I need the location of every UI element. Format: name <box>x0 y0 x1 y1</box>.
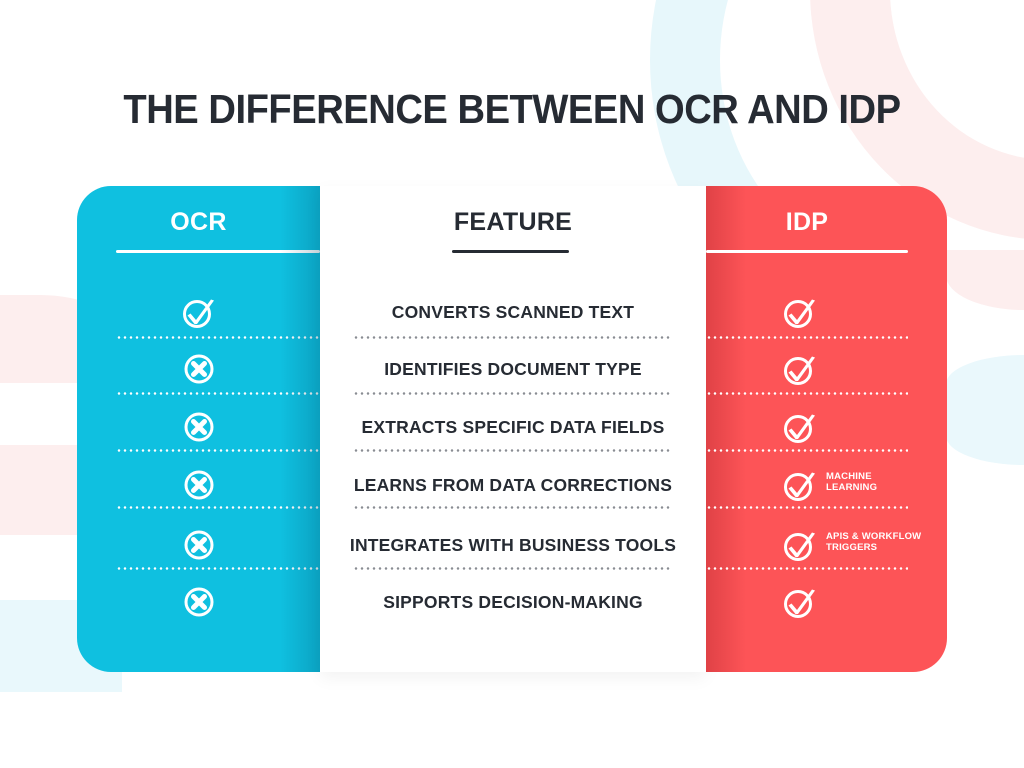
feature-label: INTEGRATES WITH BUSINESS TOOLS <box>349 534 677 555</box>
idp-cell-row-6 <box>706 582 908 622</box>
ocr-column-header: OCR <box>170 208 227 236</box>
idp-note-line: LEARNING <box>826 482 878 493</box>
row-divider <box>353 336 671 339</box>
idp-cell-row-2 <box>706 349 908 389</box>
row-divider <box>116 567 320 570</box>
idp-column-header: IDP <box>785 208 829 236</box>
ocr-cell-row-6 <box>77 582 320 622</box>
idp-note: APIS & WORKFLOW TRIGGERS <box>826 531 921 553</box>
page-title: THE DIFFERENCE BETWEEN OCR AND IDP <box>123 86 901 132</box>
ocr-cell-row-4 <box>77 465 320 505</box>
feature-row: EXTRACTS SPECIFIC DATA FIELDS <box>320 407 706 447</box>
row-divider <box>116 449 320 452</box>
x-circle-icon <box>181 527 217 563</box>
x-circle-icon <box>181 409 217 445</box>
check-circle-icon <box>782 351 818 387</box>
feature-row: INTEGRATES WITH BUSINESS TOOLS <box>320 525 706 565</box>
feature-row: IDENTIFIES DOCUMENT TYPE <box>320 349 706 389</box>
row-divider <box>116 336 320 339</box>
x-circle-icon <box>181 584 217 620</box>
idp-cell-row-1 <box>706 292 908 332</box>
row-divider <box>353 392 671 395</box>
row-divider <box>116 506 320 509</box>
check-circle-icon <box>782 467 818 503</box>
feature-column-header: FEATURE <box>453 208 573 236</box>
feature-label: CONVERTS SCANNED TEXT <box>391 301 635 322</box>
x-circle-icon <box>181 467 217 503</box>
header-underline <box>706 250 908 253</box>
ocr-cell-row-2 <box>77 349 320 389</box>
idp-cell-row-3 <box>706 407 908 447</box>
ocr-cell-row-5 <box>77 525 320 565</box>
decorative-band-cyan <box>946 355 1024 465</box>
row-divider <box>353 449 671 452</box>
idp-note-line: TRIGGERS <box>826 542 878 553</box>
header-underline <box>116 250 320 253</box>
check-circle-icon <box>181 294 217 330</box>
feature-row: SIPPORTS DECISION-MAKING <box>320 582 706 622</box>
row-divider <box>116 392 320 395</box>
feature-column: FEATURE CONVERTS SCANNED TEXT IDENTIFIES… <box>320 186 706 672</box>
check-circle-icon <box>782 294 818 330</box>
idp-note: MACHINE LEARNING <box>826 471 877 493</box>
check-circle-icon <box>782 527 818 563</box>
ocr-cell-row-3 <box>77 407 320 447</box>
row-divider <box>706 506 908 509</box>
idp-note-line: MACHINE <box>826 471 872 482</box>
idp-cell-row-5: APIS & WORKFLOW TRIGGERS <box>706 525 921 565</box>
feature-label: EXTRACTS SPECIFIC DATA FIELDS <box>361 416 665 437</box>
idp-cell-row-4: MACHINE LEARNING <box>706 465 908 505</box>
x-circle-icon <box>181 351 217 387</box>
idp-note-line: APIS & WORKFLOW <box>826 531 922 542</box>
feature-label: SIPPORTS DECISION-MAKING <box>383 591 643 612</box>
row-divider <box>706 449 908 452</box>
feature-label: IDENTIFIES DOCUMENT TYPE <box>384 358 642 379</box>
idp-column: IDP MACHINE LEARNING APIS & WORKFLOW <box>706 186 947 672</box>
check-circle-icon <box>782 409 818 445</box>
ocr-cell-row-1 <box>77 292 320 332</box>
row-divider <box>706 392 908 395</box>
row-divider <box>706 567 908 570</box>
header-underline <box>452 250 569 253</box>
comparison-table: OCR FEATURE CONVERTS SCANNED TE <box>77 186 947 672</box>
ocr-column: OCR <box>77 186 320 672</box>
feature-row: LEARNS FROM DATA CORRECTIONS <box>320 465 706 505</box>
feature-row: CONVERTS SCANNED TEXT <box>320 292 706 332</box>
check-circle-icon <box>782 584 818 620</box>
row-divider <box>353 506 671 509</box>
row-divider <box>353 567 671 570</box>
row-divider <box>706 336 908 339</box>
decorative-band-pink <box>946 250 1024 310</box>
feature-label: LEARNS FROM DATA CORRECTIONS <box>353 474 673 495</box>
